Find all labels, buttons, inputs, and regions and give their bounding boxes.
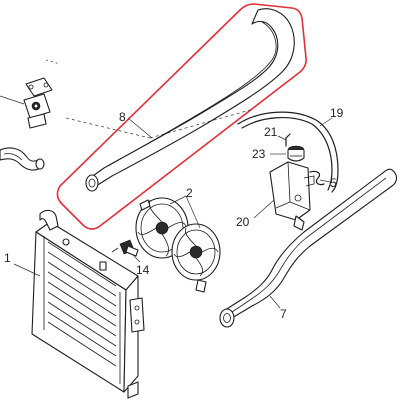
callout-label-5: 5 (330, 176, 337, 190)
callout-23: 23 (252, 147, 286, 161)
thermostat-housing[interactable] (23, 77, 53, 129)
callout-label-2: 2 (186, 186, 193, 200)
lower-radiator-hose[interactable] (219, 168, 398, 328)
highlight-frame (56, 3, 307, 230)
callout-label-23: 23 (252, 147, 266, 161)
callout-14: 14 (131, 253, 150, 277)
callout-5: 5 (319, 176, 337, 190)
cooling-fan-rear[interactable] (171, 223, 221, 293)
callout-label-20: 20 (236, 215, 250, 229)
radiator[interactable] (31, 209, 145, 399)
callout-label-7: 7 (280, 307, 287, 321)
bypass-hose[interactable] (0, 147, 45, 171)
callout-label-19: 19 (330, 106, 344, 120)
coolant-reservoir[interactable] (269, 161, 315, 231)
callout-label-8: 8 (119, 110, 126, 124)
reservoir-cap[interactable] (287, 145, 305, 162)
assembly-guide-lines (45, 59, 251, 139)
callout-leader-left (0, 95, 25, 105)
temperature-switch[interactable] (111, 239, 139, 257)
callout-label-21: 21 (264, 125, 278, 139)
fitting-21[interactable] (285, 133, 291, 147)
callout-19: 19 (319, 106, 344, 127)
callout-2: 2 (169, 186, 201, 229)
callout-label-1: 1 (4, 251, 11, 265)
callout-1: 1 (4, 251, 41, 277)
upper-radiator-hose[interactable] (85, 8, 295, 192)
callout-7: 7 (269, 295, 287, 321)
callout-21: 21 (264, 125, 287, 141)
callout-20: 20 (236, 199, 275, 229)
callout-8: 8 (119, 110, 153, 139)
hose-clip[interactable] (309, 170, 325, 186)
callout-label-14: 14 (136, 263, 150, 277)
overflow-hose[interactable] (237, 111, 339, 193)
